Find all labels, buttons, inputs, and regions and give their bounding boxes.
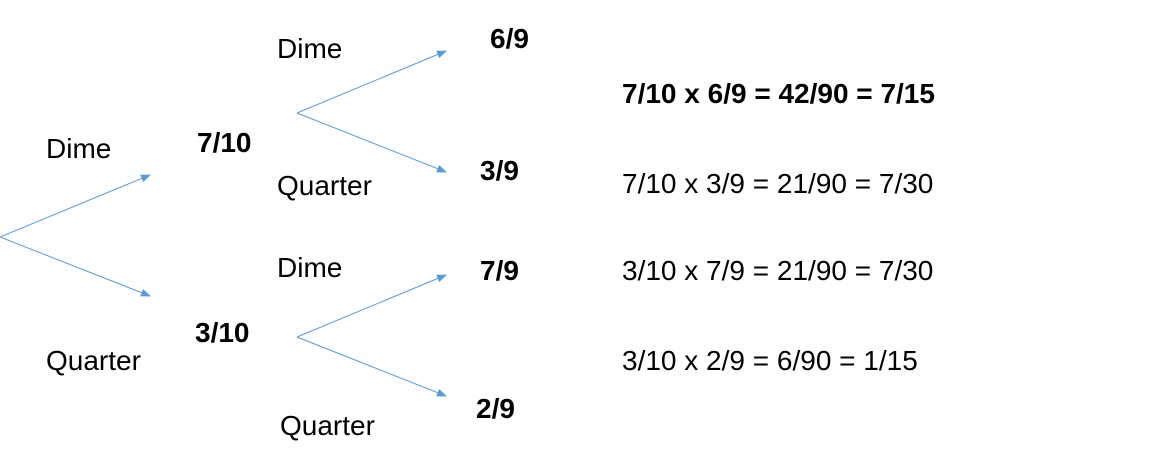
l2-quarter-dime-label: Dime: [277, 252, 343, 283]
result-quarter-quarter: 3/10 x 2/9 = 6/90 = 1/15: [622, 345, 918, 376]
level1-dime-label: Dime: [46, 133, 112, 164]
result-dime-dime: 7/10 x 6/9 = 42/90 = 7/15: [622, 78, 935, 109]
l2-quarter-quarter-label: Quarter: [280, 410, 375, 441]
level1-dime-prob: 7/10: [197, 127, 252, 158]
result-quarter-dime: 3/10 x 7/9 = 21/90 = 7/30: [622, 255, 934, 286]
l2-dime-dime-prob: 6/9: [490, 23, 529, 54]
l2-dime-quarter-label: Quarter: [277, 170, 372, 201]
l2-quarter-quarter-prob: 2/9: [476, 393, 515, 424]
l2-quarter-dime-prob: 7/9: [480, 255, 519, 286]
branch-root-dime: [0, 174, 151, 238]
branch-root-quarter: [0, 236, 151, 297]
branch-dime-quarter: [296, 112, 447, 173]
branch-quarter-dime: [296, 274, 447, 338]
l2-dime-quarter-prob: 3/9: [480, 155, 519, 186]
l2-dime-dime-label: Dime: [277, 33, 343, 64]
level1-quarter-prob: 3/10: [195, 317, 250, 348]
result-dime-quarter: 7/10 x 3/9 = 21/90 = 7/30: [622, 168, 934, 199]
branch-dime-dime: [296, 50, 447, 114]
level1-quarter-label: Quarter: [46, 345, 141, 376]
branch-quarter-quarter: [296, 336, 447, 397]
